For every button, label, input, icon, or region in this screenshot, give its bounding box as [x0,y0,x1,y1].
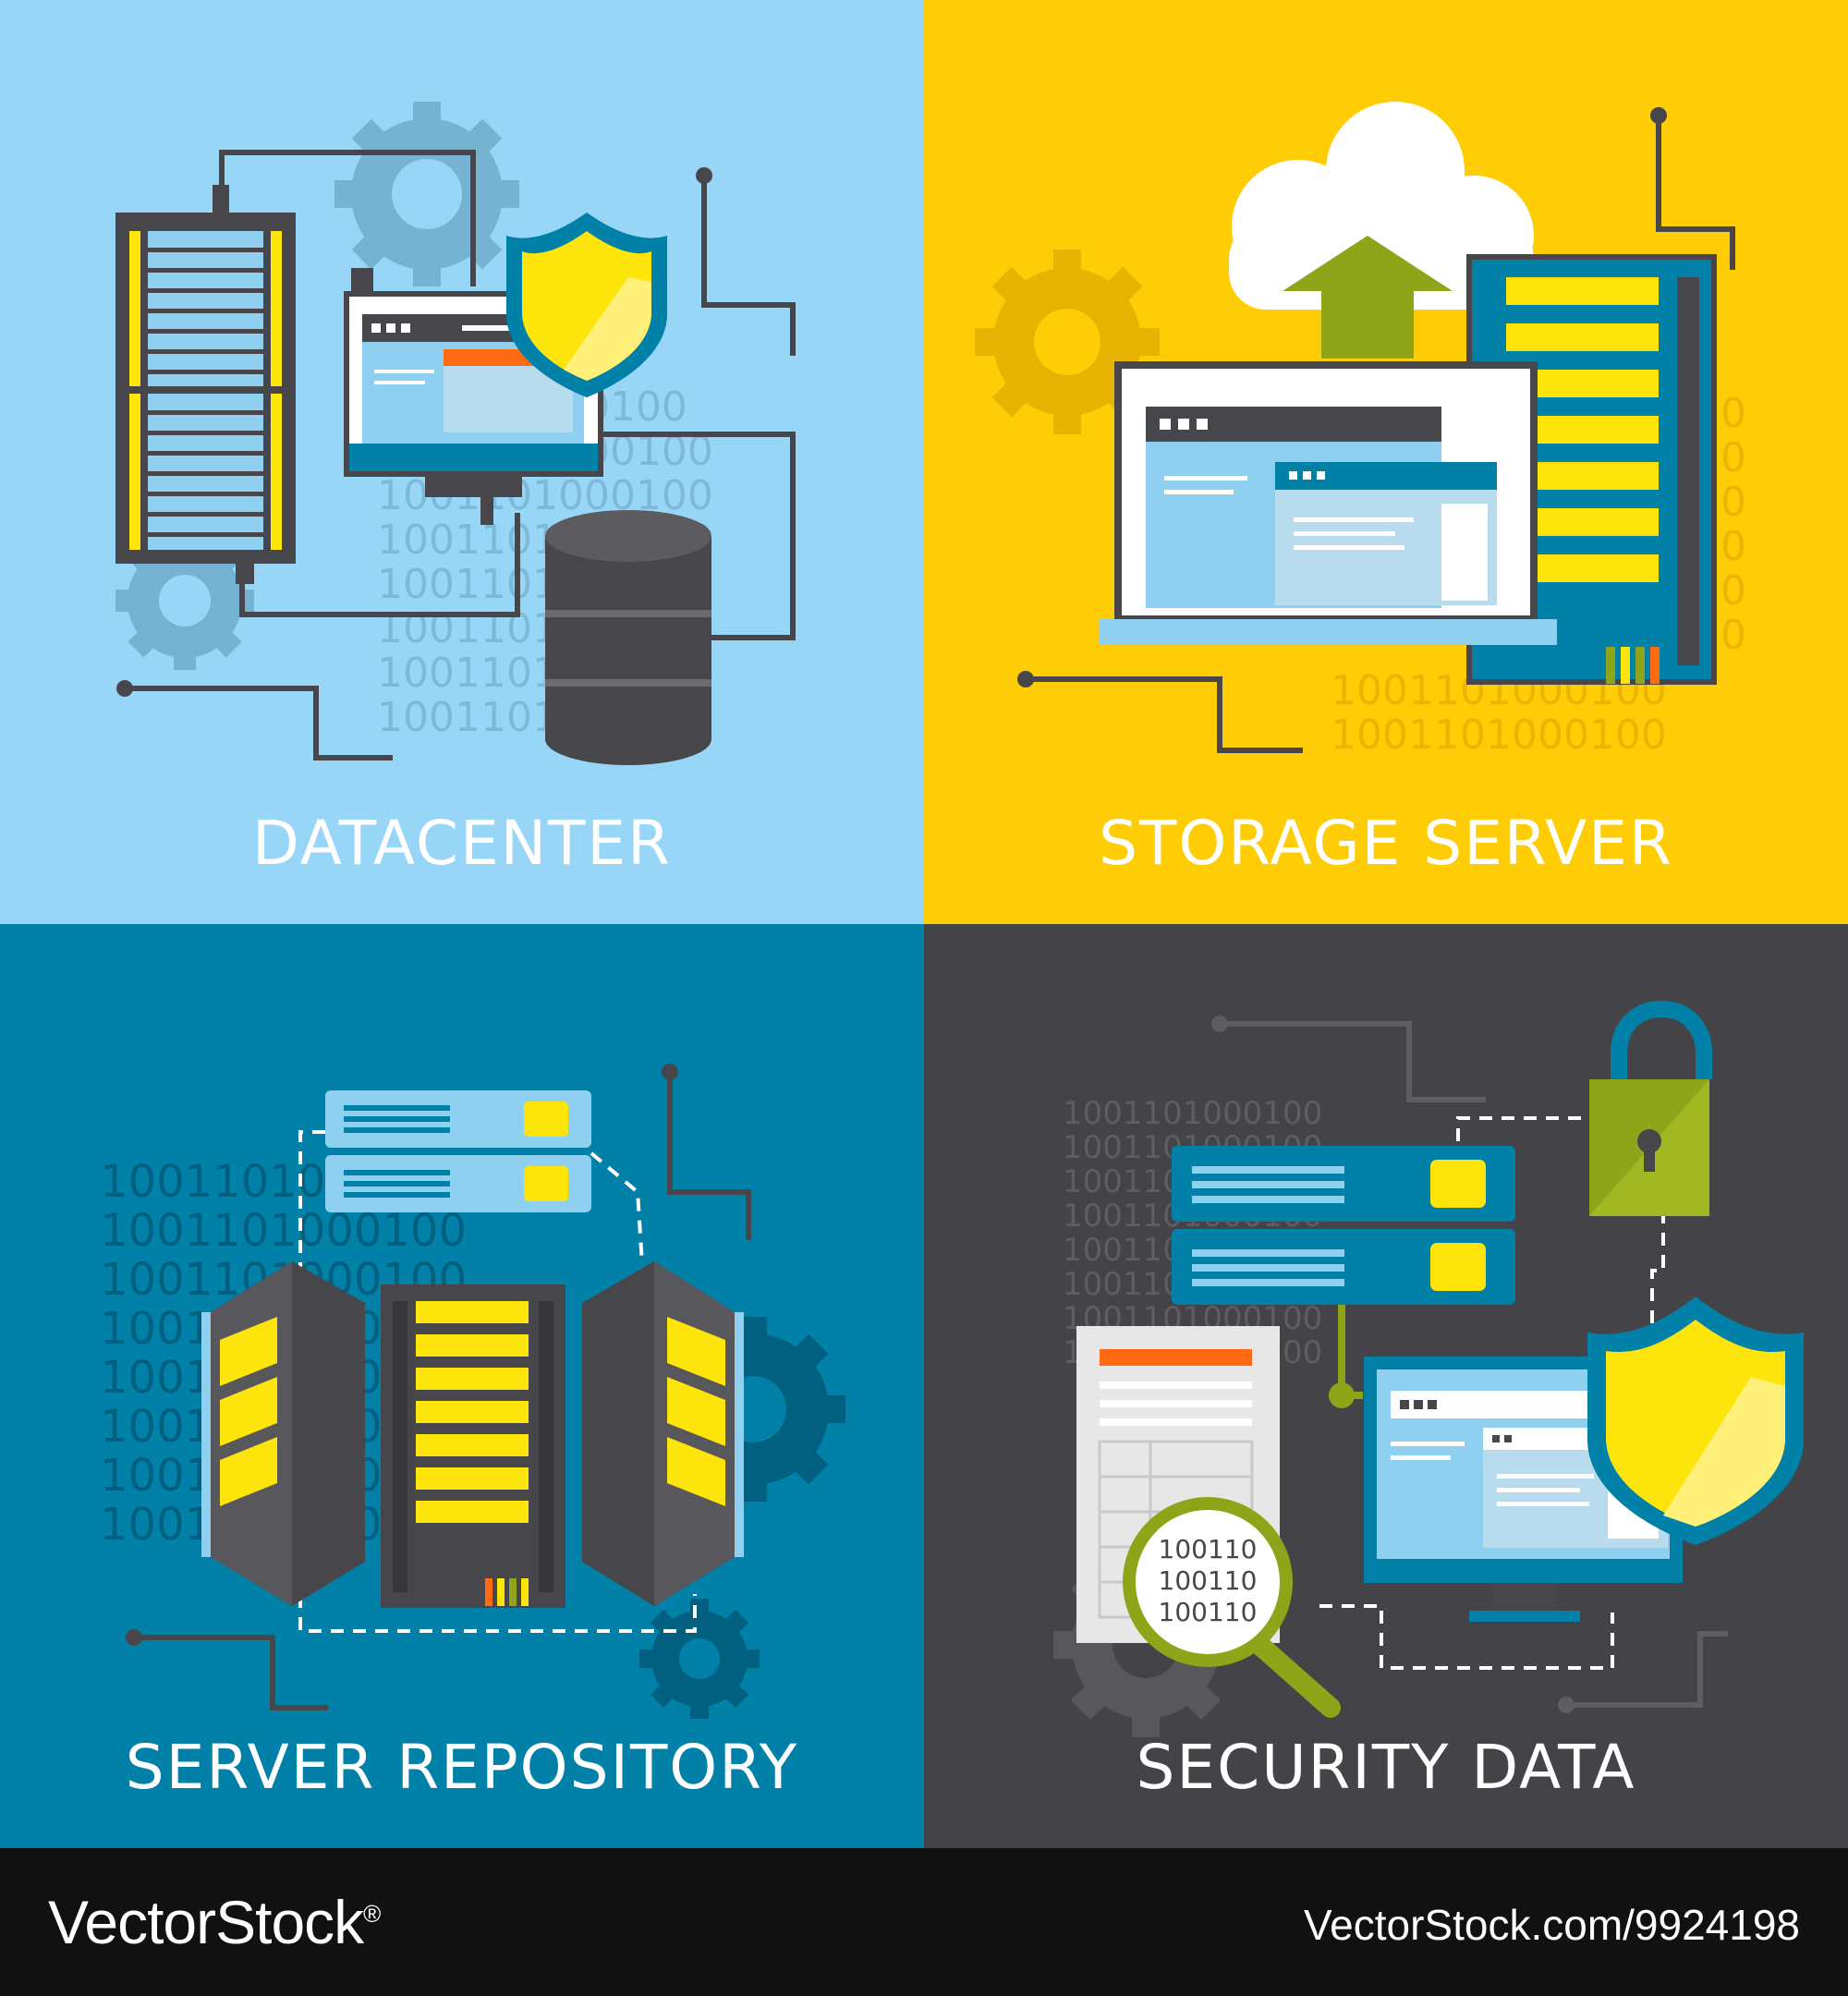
server-rack-icon [116,185,296,584]
svg-text:0: 0 [1720,612,1746,659]
server-unit-icon [1172,1146,1515,1222]
panel-title: SERVER REPOSITORY [125,1732,799,1803]
svg-text:0: 0 [1720,523,1746,570]
footer-url: VectorStock.com/9924198 [1304,1901,1800,1949]
dashed-connector [1319,1116,1665,1670]
laptop-icon [1100,361,1557,645]
shield-icon [1587,1296,1804,1545]
panel-security-data: 1001101000100 1001101000100 100110100010… [924,924,1848,1848]
brand-logo: VectorStock® [48,1888,381,1956]
panel-title: STORAGE SERVER [1099,808,1673,879]
magnifier-icon: 100110 100110 100110 [1123,1497,1341,1718]
svg-text:0: 0 [1720,434,1746,481]
server-rack-icon [582,1261,744,1606]
svg-text:0: 0 [1720,567,1746,615]
binary-line: 1001101000100 [1063,1095,1322,1132]
lock-icon [1589,1000,1712,1216]
binary-line: 1001101000100 [100,1205,467,1257]
panel-storage-server: 1001101000100 1001101000100 [924,0,1848,924]
circuit-lines [1220,1021,1728,1708]
registered-mark: ® [363,1900,381,1928]
circuit-lines [1026,116,1735,753]
panel-server-repository: 1001101000100 1001101000100 100110100010… [0,924,924,1848]
footer-bar: VectorStock® VectorStock.com/9924198 [0,1848,1848,1996]
binary-line: 1001101000100 [1331,712,1667,759]
magnifier-text: 100110 [1159,1597,1258,1627]
server-rack-icon [201,1261,365,1606]
circuit-lines [125,150,796,761]
svg-text:0: 0 [1720,479,1746,526]
server-repository-illustration: 1001101000100 1001101000100 100110100010… [100,1064,845,1719]
brand-name: VectorStock [48,1888,364,1956]
magnifier-text: 100110 [1159,1565,1258,1596]
shield-icon [506,213,667,397]
storage-server-illustration: 1001101000100 1001101000100 [975,102,1746,759]
server-unit-icon [1172,1229,1515,1305]
security-data-illustration: 1001101000100 1001101000100 100110100010… [1053,1000,1804,1737]
circuit-lines [134,1072,751,1710]
server-unit-icon [325,1155,591,1212]
panel-title: DATACENTER [252,808,672,879]
panel-title: SECURITY DATA [1136,1732,1636,1803]
svg-text:0: 0 [1720,390,1746,437]
database-icon [545,510,711,765]
panel-datacenter: 100110100100 1001101000100 1001101000100… [0,0,924,924]
server-unit-icon [325,1090,591,1148]
datacenter-illustration: 100110100100 1001101000100 1001101000100… [116,102,796,765]
upload-arrow-icon [1283,236,1453,359]
connector-line [1329,1305,1363,1408]
server-rack-icon [381,1284,565,1608]
binary-side: 000 000 [1720,390,1746,659]
magnifier-text: 100110 [1159,1534,1258,1564]
